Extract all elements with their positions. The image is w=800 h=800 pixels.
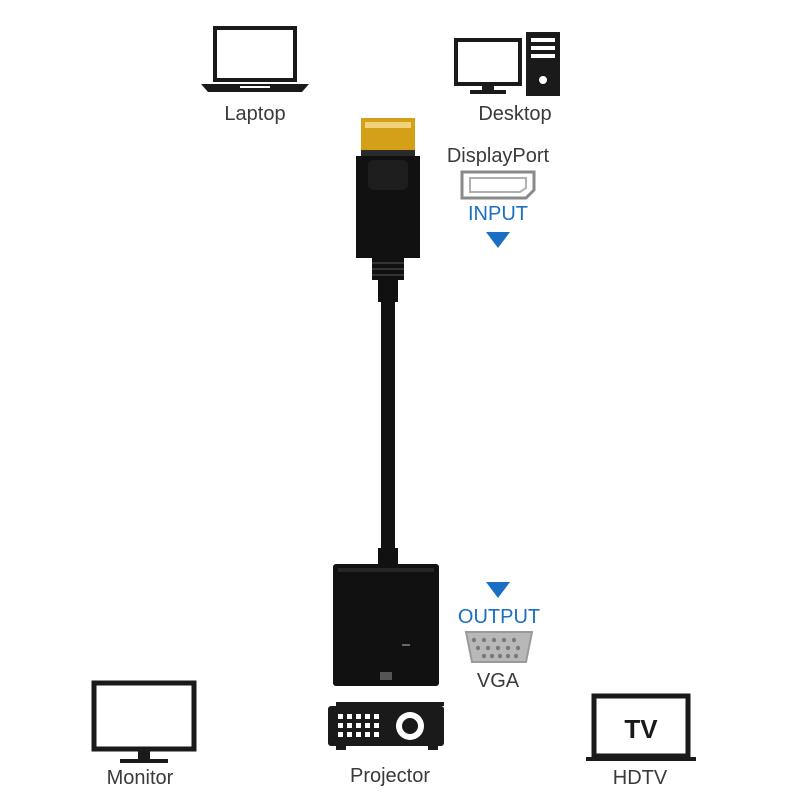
laptop-icon [201,26,309,92]
vga-pin [481,637,487,643]
desktop-icon [454,32,560,96]
vga-pin [475,645,481,651]
vga-pin [513,653,519,659]
vga-pin [489,653,495,659]
vga-pin [495,645,501,651]
projector-vent [347,732,352,737]
vga-pin [511,637,517,643]
projector-vent [374,723,379,728]
vga-port-icon [464,631,534,663]
output-label: OUTPUT [457,606,541,628]
projector-label: Projector [349,765,431,787]
vga-pin [501,637,507,643]
vga-pin [505,645,511,651]
displayport-port-icon [460,170,536,200]
vga-pin [491,637,497,643]
vga-pin [471,637,477,643]
hdtv-label: HDTV [612,767,668,789]
projector-vent [374,732,379,737]
projector-vent [347,723,352,728]
projector-vent [356,732,361,737]
vga-pin [505,653,511,659]
input-label: INPUT [468,203,528,225]
monitor-icon [91,680,197,763]
vga-pin [485,645,491,651]
vga-label: VGA [476,670,520,692]
vga-pin [497,653,503,659]
input-down-arrow-icon [486,232,510,248]
projector-icon [328,702,444,750]
vga-pin [481,653,487,659]
adapter-cable [381,300,395,552]
projector-vent [365,723,370,728]
laptop-label: Laptop [224,103,286,125]
displayport-label: DisplayPort [446,145,550,167]
projector-vent [365,714,370,719]
projector-vent [347,714,352,719]
output-down-arrow-icon [486,582,510,598]
projector-vent [374,714,379,719]
projector-vent [356,714,361,719]
projector-vent [338,732,343,737]
cable-strain-relief [378,548,398,566]
monitor-label: Monitor [106,767,174,789]
desktop-label: Desktop [478,103,552,125]
hdtv-screen-text: TV [624,714,658,744]
displayport-plug-icon [356,118,420,302]
vga-adapter-box-icon [333,564,439,686]
projector-vent [338,714,343,719]
projector-vent [356,723,361,728]
vga-pin [515,645,521,651]
projector-vent [338,723,343,728]
projector-vent [365,732,370,737]
hdtv-icon: TV [586,693,696,761]
